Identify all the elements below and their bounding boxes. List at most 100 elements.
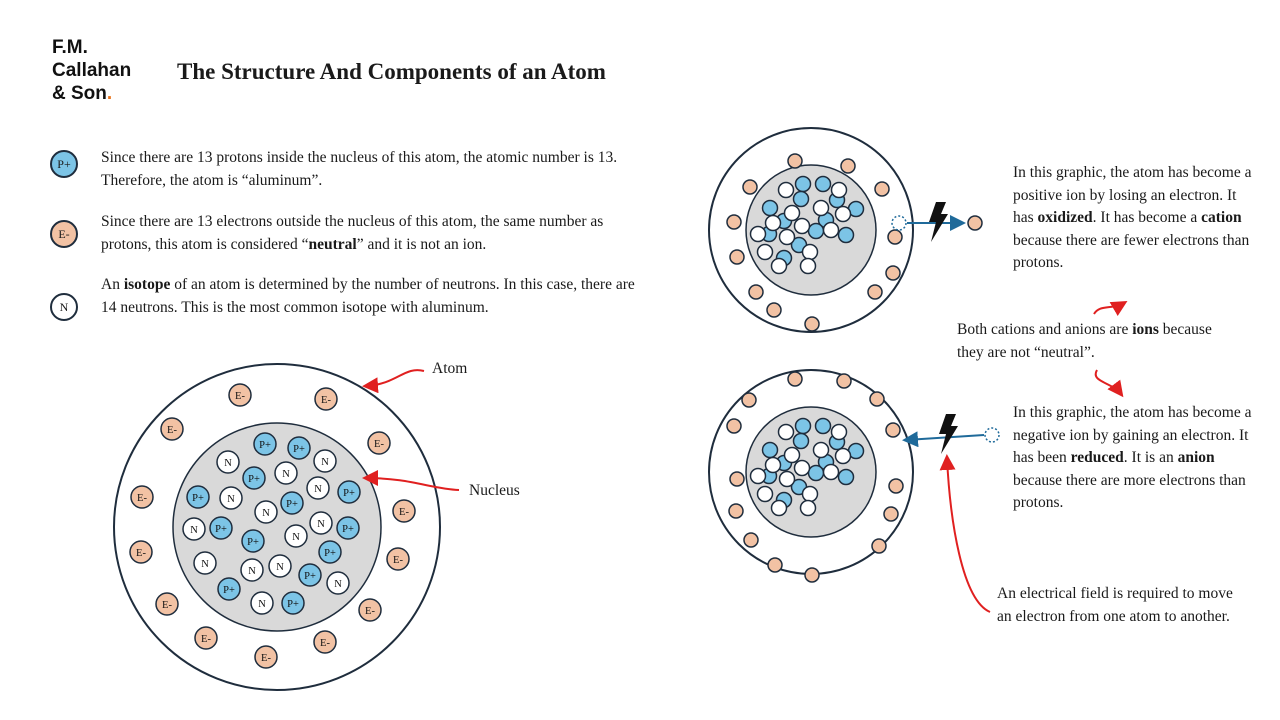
ions-text-2: because they are not “neutral”. (957, 321, 1212, 361)
logo-line-3-text: & Son (52, 83, 107, 104)
proton: P+ (336, 516, 360, 540)
electron (883, 506, 899, 522)
neutron (749, 467, 767, 485)
proton: P+ (337, 480, 361, 504)
neutron (793, 459, 811, 477)
neutron: N (306, 476, 330, 500)
neutron (749, 225, 767, 243)
electron-legend-icon: E- (50, 220, 78, 248)
svg-text:N: N (248, 566, 256, 577)
ions-arrow-up (1093, 300, 1128, 316)
electron: E- (367, 431, 391, 455)
svg-text:N: N (282, 469, 290, 480)
ions-text-1: Both cations and anions are (957, 321, 1133, 338)
neutron (801, 485, 819, 503)
anion-text-1: In this graphic, the atom has become a n… (1013, 404, 1252, 466)
proton (814, 175, 832, 193)
electron: E- (194, 626, 218, 650)
logo-line-2: Callahan (52, 60, 132, 81)
proton-legend-icon: P+ (50, 150, 78, 178)
svg-text:P+: P+ (286, 499, 298, 510)
electron (836, 373, 852, 389)
proton (807, 222, 825, 240)
electron (729, 471, 745, 487)
svg-text:E-: E- (374, 439, 384, 450)
cation-text-oxidized: oxidized (1037, 209, 1093, 226)
svg-text:N: N (262, 508, 270, 519)
legend-text-electron-b: ” and it is not an ion. (356, 236, 487, 253)
proton (794, 175, 812, 193)
incoming-electron-marker (984, 427, 1000, 443)
logo-dot: . (106, 83, 113, 104)
anion-text-3: because there are more electrons than pr… (1013, 471, 1246, 512)
electron (867, 284, 883, 300)
neutron (834, 205, 852, 223)
neutron: N (193, 551, 217, 575)
svg-text:N: N (314, 484, 322, 495)
electrical-field-description: An electrical field is required to move … (997, 585, 1233, 625)
svg-text:P+: P+ (215, 524, 227, 535)
electron (787, 153, 803, 169)
neutron: N (240, 558, 264, 582)
neutron: N (250, 591, 274, 615)
electron (787, 371, 803, 387)
neutron (756, 485, 774, 503)
anion-text-anion: anion (1177, 449, 1215, 466)
cation-text-cation: cation (1201, 209, 1242, 226)
cation-text-1: In this graphic, the atom has become a p… (1013, 164, 1252, 226)
electron: E- (129, 540, 153, 564)
proton (814, 417, 832, 435)
proton: P+ (209, 516, 233, 540)
lightning-icon (939, 414, 958, 454)
legend-text-electron-a: Since there are 13 electrons outside the… (101, 213, 604, 253)
electron (874, 181, 890, 197)
proton: P+ (241, 529, 265, 553)
svg-text:P+: P+ (247, 537, 259, 548)
electron: E- (228, 383, 252, 407)
neutron (799, 257, 817, 275)
neutron (822, 221, 840, 239)
proton (837, 468, 855, 486)
svg-text:P+: P+ (293, 444, 305, 455)
electron (726, 214, 742, 230)
proton: P+ (186, 485, 210, 509)
neutron (783, 204, 801, 222)
proton (792, 190, 810, 208)
electron (869, 391, 885, 407)
electron: E- (160, 417, 184, 441)
neutron: N (326, 571, 350, 595)
cation-atom (708, 127, 914, 333)
neutron (830, 423, 848, 441)
svg-text:P+: P+ (259, 440, 271, 451)
neutron: N (284, 524, 308, 548)
electron (804, 567, 820, 583)
electron (885, 422, 901, 438)
proton (807, 464, 825, 482)
electron (871, 538, 887, 554)
electron: E- (358, 598, 382, 622)
neutron: N (182, 517, 206, 541)
proton: P+ (287, 436, 311, 460)
legend-text-electron-bold: neutral (308, 236, 357, 253)
neutron: N (268, 554, 292, 578)
proton: P+ (217, 577, 241, 601)
neutron: N (254, 500, 278, 524)
neutron (822, 463, 840, 481)
proton (761, 441, 779, 459)
electron (728, 503, 744, 519)
svg-text:N: N (276, 562, 284, 573)
electron (726, 418, 742, 434)
electron (885, 265, 901, 281)
electron (887, 229, 903, 245)
neutron (770, 257, 788, 275)
svg-text:E-: E- (261, 653, 271, 664)
electron (742, 179, 758, 195)
ions-description: Both cations and anions are ions because… (957, 319, 1227, 364)
page-title: The Structure And Components of an Atom (177, 59, 606, 84)
anion-atom (708, 369, 914, 583)
legend-text-neutron-a: An (101, 276, 124, 293)
anion-electron-arrow (902, 431, 985, 448)
logo-line-3: & Son. (52, 82, 131, 105)
neutron (812, 199, 830, 217)
electron: E- (392, 499, 416, 523)
